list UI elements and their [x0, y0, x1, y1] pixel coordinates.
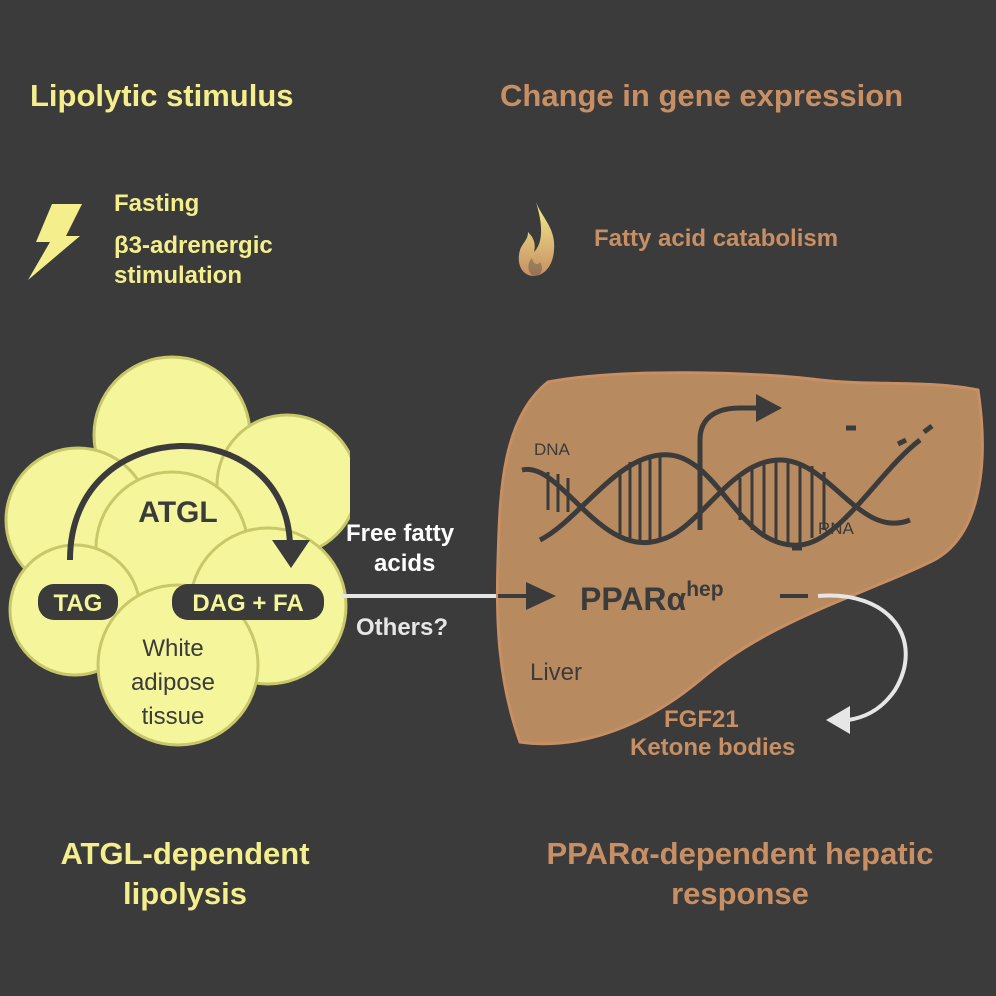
- free-fatty-acids-line1: Free fatty: [346, 520, 455, 547]
- stimulus-beta3-line1: β3-adrenergic: [114, 232, 273, 259]
- tag-label: TAG: [54, 590, 103, 617]
- dna-rungs: [546, 456, 826, 544]
- adipose-tissue-diagram: ATGL TAG DAG + FA White adipose tissue: [4, 355, 350, 747]
- lightning-bolt-icon: [28, 204, 82, 280]
- heading-ppar-dependent: PPARα-dependent hepatic: [546, 836, 934, 871]
- fatty-acid-catabolism-label: Fatty acid catabolism: [594, 225, 839, 252]
- fgf21-label: FGF21: [664, 706, 739, 733]
- heading-gene-expression: Change in gene expression: [500, 78, 904, 113]
- transcription-arrow: [697, 405, 760, 530]
- output-arrow: [817, 593, 908, 722]
- free-fatty-acids-line2: acids: [374, 550, 436, 577]
- heading-response: response: [671, 876, 809, 911]
- ketone-bodies-label: Ketone bodies: [630, 734, 796, 761]
- rna-label: RNA: [818, 519, 855, 538]
- dag-fa-label: DAG + FA: [192, 590, 303, 617]
- others-label: Others?: [356, 614, 449, 641]
- tissue-label-line3: tissue: [142, 703, 205, 730]
- dna-helix: [521, 438, 922, 548]
- dna-dashes: [792, 424, 934, 551]
- liver-label: Liver: [530, 659, 582, 686]
- transcription-arrowhead: [756, 394, 782, 422]
- liver-shape: [495, 371, 984, 746]
- ppar-label: PPARαhep: [580, 578, 724, 617]
- dag-fa-pill: [172, 584, 324, 620]
- liver-diagram: DNA RNA PPARαhep Liver: [342, 371, 984, 746]
- heading-atgl-dependent: ATGL-dependent: [60, 836, 310, 871]
- stimulus-beta3-line2: stimulation: [114, 262, 243, 289]
- atgl-arrowhead: [272, 540, 310, 568]
- atgl-label: ATGL: [138, 496, 217, 529]
- dna-label: DNA: [534, 440, 571, 459]
- flame-icon: [518, 202, 555, 276]
- stimulus-fasting: Fasting: [114, 190, 200, 217]
- atgl-reaction-arrow: [67, 443, 293, 561]
- heading-lipolysis: lipolysis: [122, 876, 248, 911]
- transport-arrowhead: [526, 582, 556, 610]
- output-arrowhead: [826, 706, 850, 734]
- tag-pill: [38, 584, 118, 620]
- heading-lipolytic-stimulus: Lipolytic stimulus: [30, 78, 294, 113]
- tissue-label-line2: adipose: [131, 669, 215, 696]
- tissue-label-line1: White: [142, 635, 203, 662]
- adipocyte: [96, 583, 260, 747]
